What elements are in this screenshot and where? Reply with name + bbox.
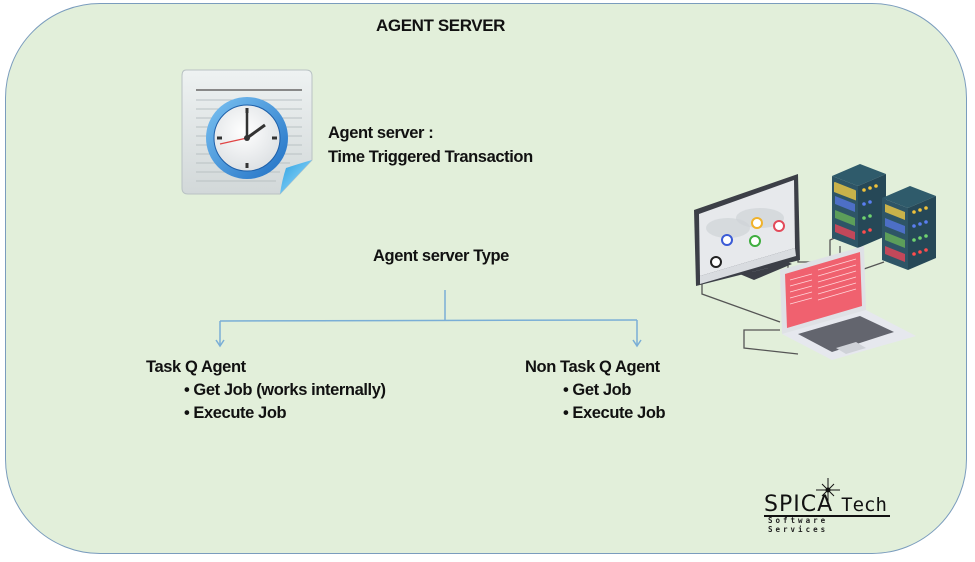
logo-brand: SPICA [764,492,834,517]
branch-non-task-q-agent: Non Task Q Agent Get Job Execute Job [525,356,666,425]
arrow-left-icon [215,339,225,348]
branch-items: Get Job (works internally) Execute Job [184,379,386,425]
logo-brand-suffix: Tech [841,494,887,516]
description-line-2: Time Triggered Transaction [328,148,533,166]
server-icon [832,164,886,248]
branch-title: Non Task Q Agent [525,358,660,376]
agent-server-description: Agent server : Time Triggered Transactio… [328,121,533,169]
computer-server-network-icon [694,164,936,360]
branch-item: Execute Job [184,402,386,425]
server-icon [882,186,936,270]
branch-item: Execute Job [563,402,665,425]
branch-item: Get Job [563,379,665,402]
agent-server-type-label: Agent server Type [373,247,509,265]
star-icon [816,478,840,502]
diagram-title: AGENT SERVER [376,16,506,35]
laptop-icon [780,246,916,360]
logo-underline [764,515,890,517]
monitor-icon [694,174,800,286]
logo-tagline: Software Services [768,516,829,534]
document-clock-icon [181,69,313,195]
arrow-right-icon [632,339,642,348]
branch-items: Get Job Execute Job [563,379,665,425]
spica-tech-logo: SPICA Tech Software Services [764,478,894,534]
description-line-1: Agent server : [328,124,434,142]
connector-bar [219,319,638,322]
branch-title: Task Q Agent [146,358,246,376]
logo-wordmark: SPICA Tech [764,492,887,517]
branch-task-q-agent: Task Q Agent Get Job (works internally) … [146,356,386,425]
branch-item: Get Job (works internally) [184,379,386,402]
